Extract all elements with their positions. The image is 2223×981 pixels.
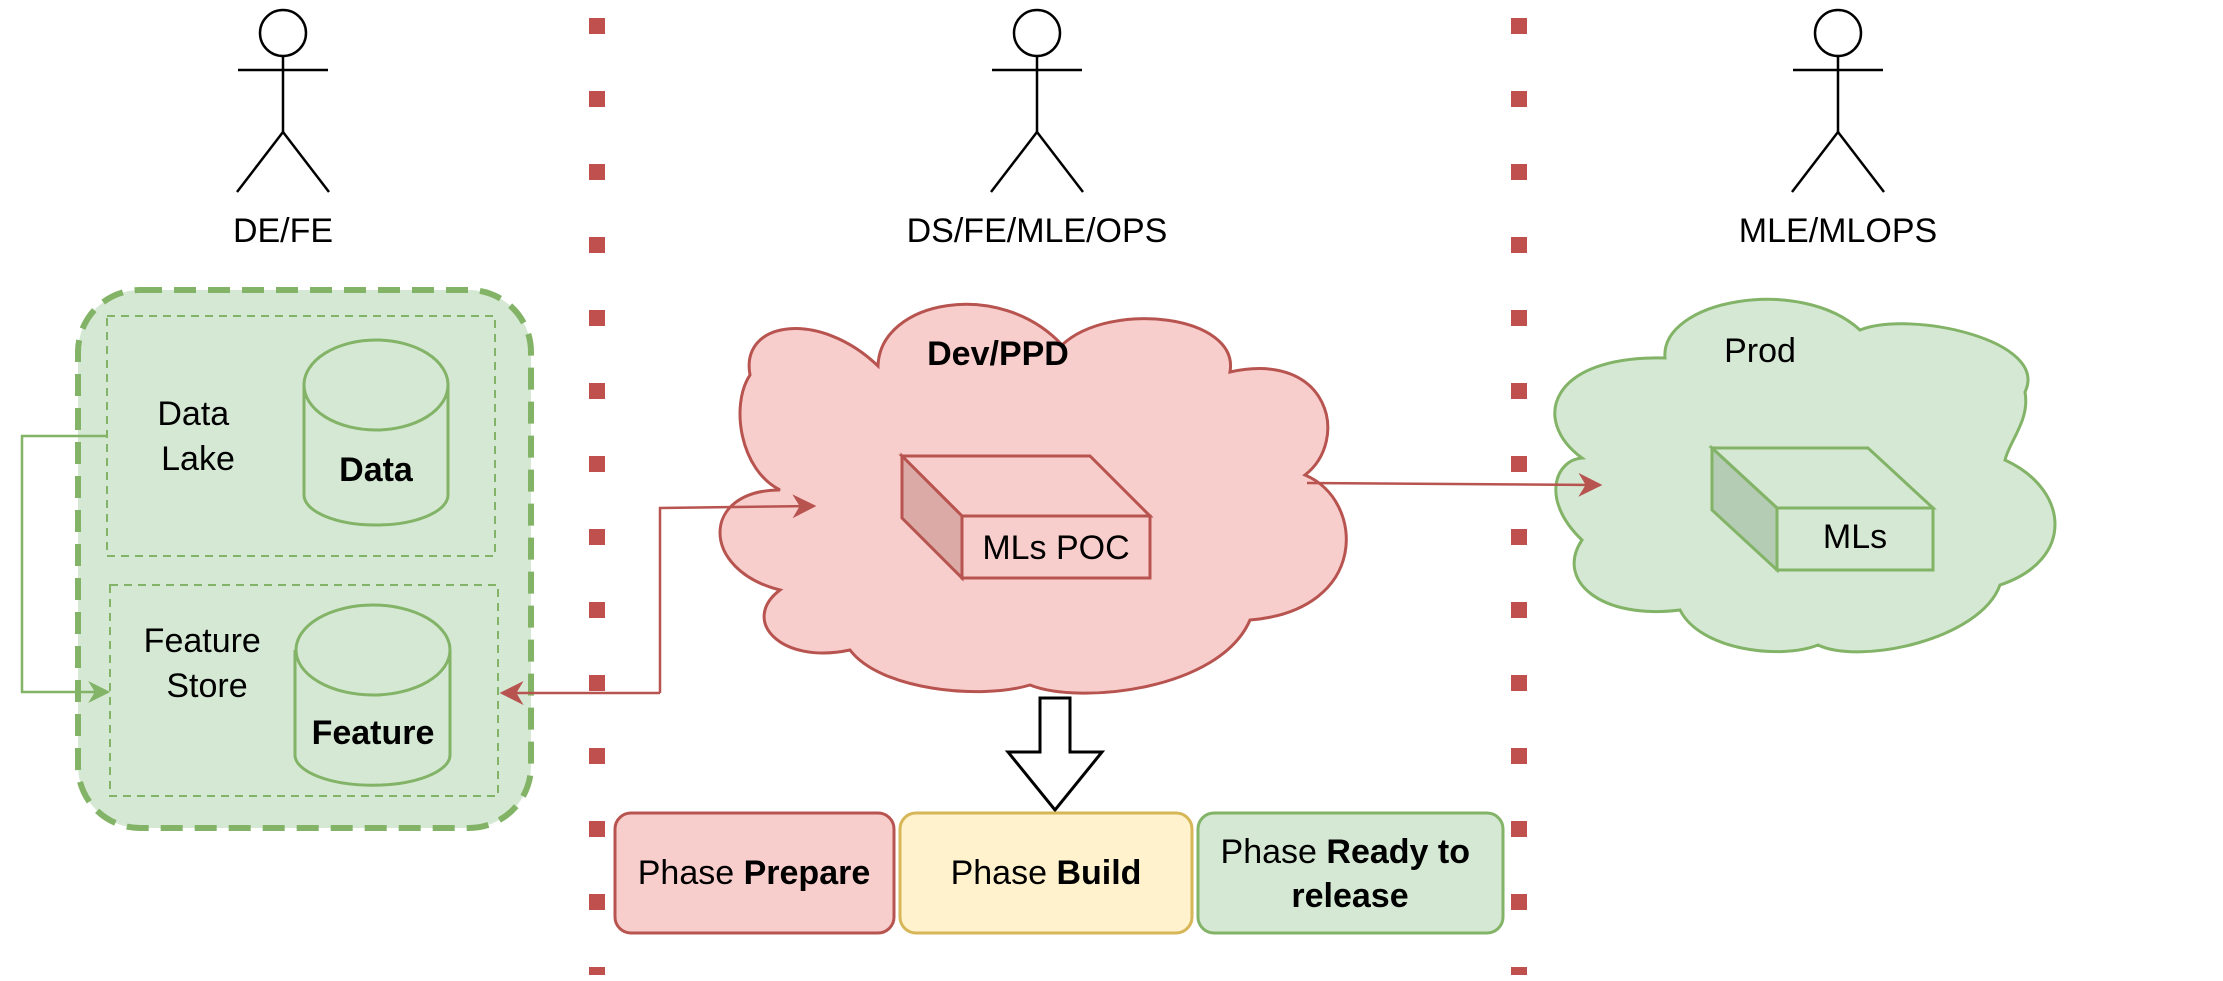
prod-label: Prod xyxy=(1724,332,1796,370)
phase-build-label: Phase Build xyxy=(951,854,1142,892)
feature-database-icon xyxy=(293,603,452,787)
mls-box xyxy=(1708,444,1937,574)
feature-dev-arrow xyxy=(658,494,817,693)
data-lake-label: Data Lake xyxy=(157,395,238,478)
data-to-feature-arrow xyxy=(20,434,111,703)
dev-to-prod-arrow xyxy=(1306,472,1603,497)
actor-right-icon xyxy=(1791,8,1885,193)
mls-poc-label: MLs POC xyxy=(982,529,1129,567)
phase-build-box xyxy=(898,811,1194,935)
phase-prepare-box xyxy=(613,811,896,935)
actor-middle-label: DS/FE/MLE/OPS xyxy=(907,212,1168,250)
mls-label: MLs xyxy=(1823,518,1887,556)
data-database-label: Data xyxy=(339,451,414,489)
actor-left-label: DE/FE xyxy=(233,212,333,250)
phase-release-box xyxy=(1196,811,1505,935)
dev-ppd-label: Dev/PPD xyxy=(927,335,1069,373)
actor-middle-icon xyxy=(990,8,1084,193)
feature-database-label: Feature xyxy=(312,714,435,752)
actor-right-label: MLE/MLOPS xyxy=(1739,212,1937,250)
down-arrow-icon xyxy=(1004,696,1106,813)
feature-store-label: Feature Store xyxy=(144,622,271,705)
actor-left-icon xyxy=(236,8,330,193)
phase-release-label: Phase Ready to release xyxy=(1221,833,1480,915)
phase-prepare-label: Phase Prepare xyxy=(638,854,871,892)
data-database-icon xyxy=(302,338,450,527)
mls-poc-box xyxy=(898,452,1154,582)
